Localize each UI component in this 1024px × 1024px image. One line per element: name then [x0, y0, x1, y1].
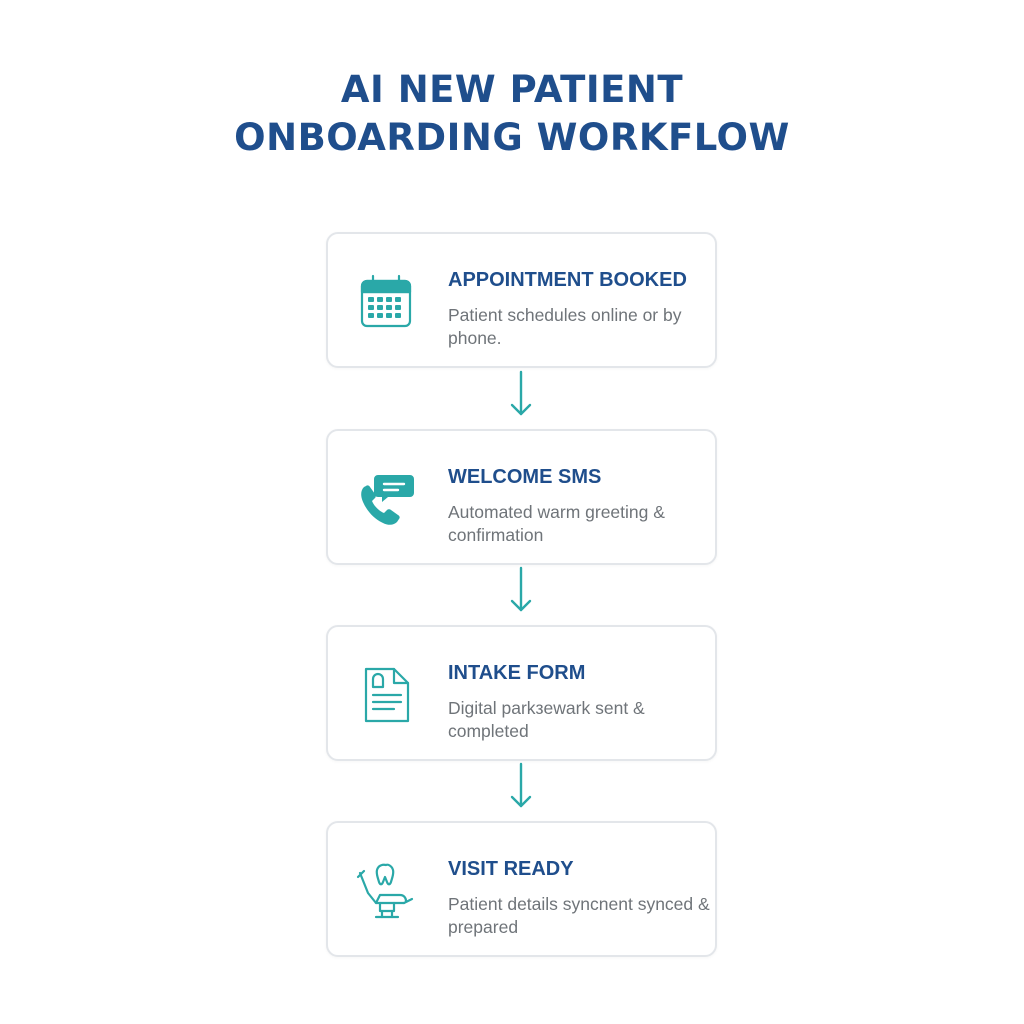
step-card-appointment-booked: APPOINTMENT BOOKED Patient schedules onl…: [326, 232, 717, 368]
arrow-down-icon: [506, 762, 536, 810]
step-title: WELCOME SMS: [448, 466, 602, 488]
step-title: VISIT READY: [448, 858, 574, 880]
phone-chat-icon: [356, 469, 416, 529]
title-line-1: AI NEW PATIENT: [340, 68, 684, 111]
step-description: Automated warm greeting & confirmation: [448, 502, 665, 545]
step-description: Digital parkзewark sent & completed: [448, 698, 645, 741]
calendar-icon: [356, 272, 416, 332]
title-line-2: ONBOARDING WORKFLOW: [234, 116, 790, 159]
step-title: APPOINTMENT BOOKED: [448, 269, 687, 291]
step-title: INTAKE FORM: [448, 662, 586, 684]
dental-chair-icon: [356, 861, 416, 921]
step-card-welcome-sms: WELCOME SMS Automated warm greeting & co…: [326, 429, 717, 565]
document-form-icon: [356, 665, 416, 725]
page-title: AI NEW PATIENT ONBOARDING WORKFLOW: [0, 66, 1024, 162]
step-description: Patient schedules online or by phone.: [448, 305, 682, 348]
step-card-intake-form: INTAKE FORM Digital parkзewark sent & co…: [326, 625, 717, 761]
step-card-visit-ready: VISIT READY Patient details syncnent syn…: [326, 821, 717, 957]
arrow-down-icon: [506, 566, 536, 614]
step-description: Patient details syncnent synced & prepar…: [448, 894, 710, 937]
arrow-down-icon: [506, 370, 536, 418]
